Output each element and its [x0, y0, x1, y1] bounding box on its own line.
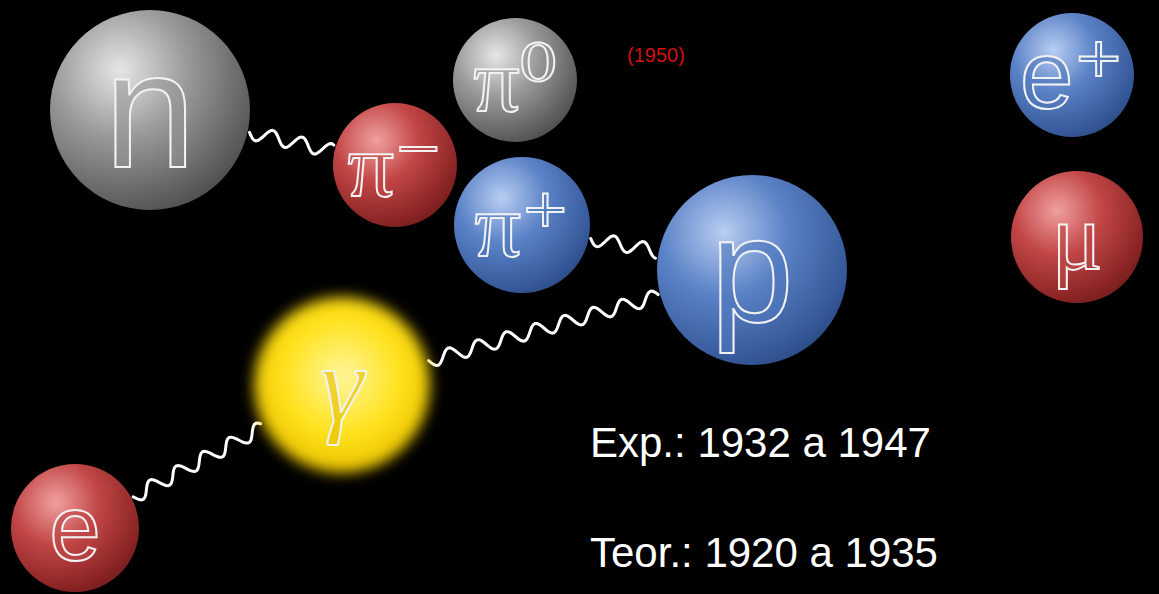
particle-symbol: π⁰ [473, 34, 556, 126]
pion-sphere: π⁻ [333, 103, 457, 227]
wavy-connector [250, 130, 334, 154]
date-range: Exp.: 1932 a 1947 [590, 420, 931, 466]
pion-sphere: π⁺ [454, 157, 590, 293]
year-note: (1950) [627, 44, 685, 66]
wavy-connector [591, 236, 656, 258]
photon-sphere: γ [254, 297, 430, 473]
particle-symbol: π⁻ [347, 119, 442, 211]
wavy-connector [133, 423, 260, 500]
muon-sphere: μ [1011, 171, 1143, 303]
wavy-connector [429, 291, 658, 365]
proton-sphere: p [657, 175, 847, 365]
electron-sphere: e [11, 464, 139, 592]
positron-sphere: e⁺ [1010, 13, 1134, 137]
pion-sphere: π⁰ [453, 18, 577, 142]
particle-symbol: p [710, 195, 793, 345]
particle-symbol: γ [320, 330, 363, 440]
particle-symbol: μ [1051, 189, 1102, 285]
date-range: Teor.: 1920 a 1935 [590, 530, 938, 576]
particle-symbol: e [49, 482, 100, 574]
neutron-sphere: n [50, 10, 250, 210]
particle-symbol: π⁺ [474, 179, 569, 271]
particle-symbol: e⁺ [1020, 27, 1124, 123]
particle-symbol: n [104, 28, 196, 193]
